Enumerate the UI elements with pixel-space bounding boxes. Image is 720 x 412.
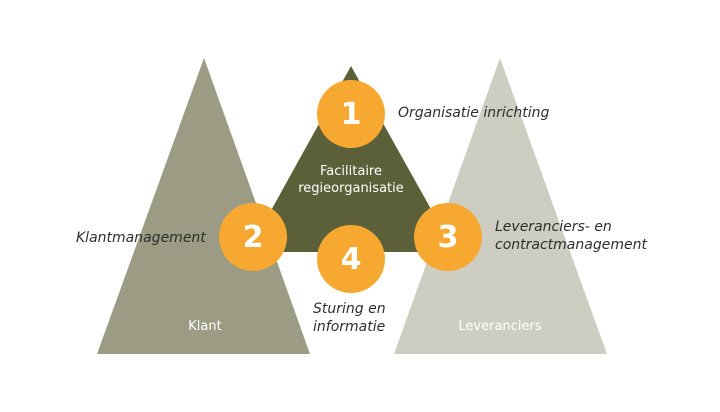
label-3-line1: Leveranciers- en (495, 219, 612, 235)
number-3: 3 (437, 219, 459, 255)
label-3-line2: contractmanagement (495, 237, 647, 253)
label-leveranciers-contractmanagement: Leveranciers- en contractmanagement (495, 218, 647, 254)
number-circle-4: 4 (317, 225, 385, 293)
number-circle-2: 2 (219, 203, 287, 271)
center-label-line1: Facilitaire (320, 164, 382, 179)
number-4: 4 (340, 241, 362, 277)
label-4-line1: Sturing en (313, 301, 386, 317)
label-klantmanagement: Klantmanagement (76, 229, 206, 247)
label-2-line1: Klantmanagement (76, 230, 206, 246)
number-circle-3: 3 (414, 203, 482, 271)
leveranciers-label: Leveranciers (458, 319, 542, 334)
center-label: Facilitaire regieorganisatie (271, 163, 431, 197)
label-4-line2: informatie (313, 319, 386, 335)
label-organisatie-inrichting: Organisatie inrichting (398, 104, 549, 122)
klant-triangle (97, 58, 310, 354)
number-circle-1: 1 (317, 80, 385, 148)
number-1: 1 (340, 96, 362, 132)
center-label-line2: regieorganisatie (298, 181, 404, 196)
regie-triangle (248, 66, 455, 252)
number-2: 2 (242, 219, 264, 255)
label-sturing-en-informatie: Sturing en informatie (313, 300, 386, 336)
leveranciers-triangle (394, 58, 607, 354)
label-1-line1: Organisatie inrichting (398, 105, 550, 121)
klant-label: Klant (188, 319, 222, 334)
